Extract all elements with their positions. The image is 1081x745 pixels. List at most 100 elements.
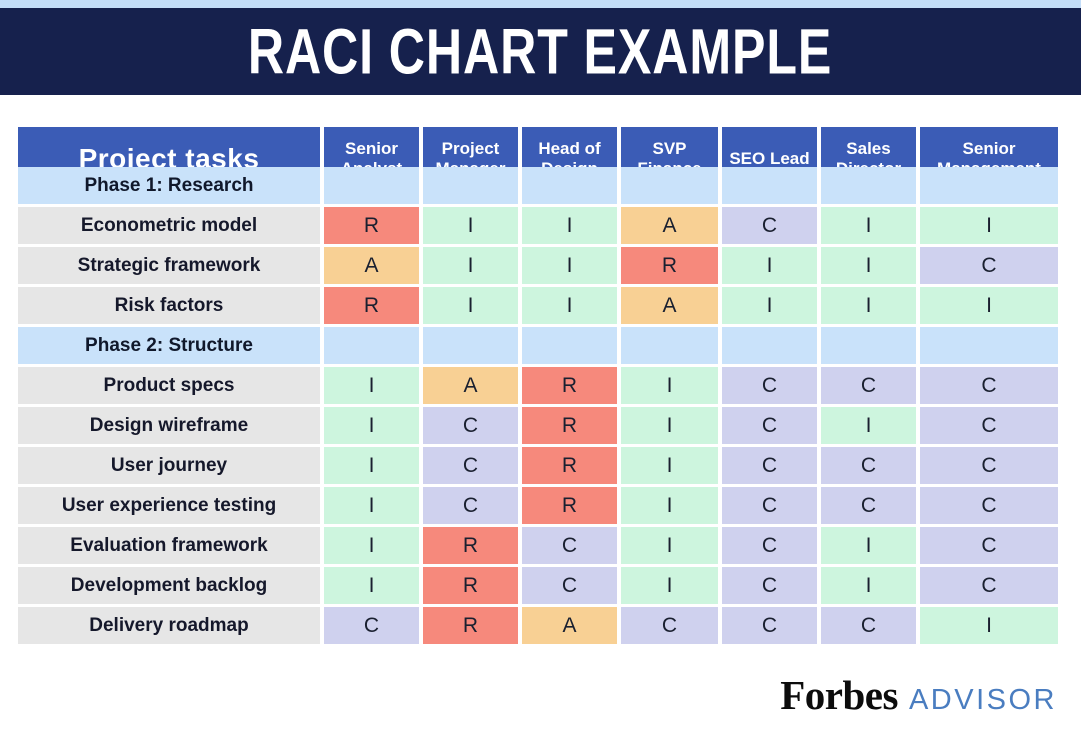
task-row-label: Product specs [18, 367, 320, 404]
raci-cell: I [821, 207, 916, 244]
raci-cell: I [522, 287, 617, 324]
raci-cell: A [522, 607, 617, 644]
phase-row-cell [324, 327, 419, 364]
task-row-label: Evaluation framework [18, 527, 320, 564]
raci-cell: C [522, 567, 617, 604]
raci-cell: I [621, 487, 718, 524]
phase-row-cell [324, 167, 419, 204]
raci-cell: I [324, 407, 419, 444]
raci-cell: R [522, 487, 617, 524]
phase-row-cell [621, 167, 718, 204]
raci-cell: R [522, 407, 617, 444]
raci-cell: I [324, 447, 419, 484]
raci-cell: I [821, 287, 916, 324]
raci-cell: R [522, 367, 617, 404]
phase-row-cell [423, 327, 518, 364]
raci-cell: I [621, 567, 718, 604]
raci-cell: R [423, 607, 518, 644]
raci-cell: A [621, 207, 718, 244]
phase-row-cell [522, 167, 617, 204]
phase-row-cell [423, 167, 518, 204]
footer-logo: Forbes ADVISOR [780, 671, 1057, 719]
raci-cell: I [423, 247, 518, 284]
raci-cell: I [324, 487, 419, 524]
raci-cell: I [722, 287, 817, 324]
raci-cell: C [920, 247, 1058, 284]
raci-cell: I [621, 407, 718, 444]
raci-cell: C [821, 447, 916, 484]
raci-cell: A [621, 287, 718, 324]
raci-cell: I [821, 527, 916, 564]
task-row-label: User experience testing [18, 487, 320, 524]
raci-cell: C [522, 527, 617, 564]
raci-cell: I [722, 247, 817, 284]
task-row-label: Delivery roadmap [18, 607, 320, 644]
raci-cell: R [423, 527, 518, 564]
raci-cell: C [423, 407, 518, 444]
raci-cell: I [920, 607, 1058, 644]
raci-cell: R [423, 567, 518, 604]
raci-cell: I [522, 207, 617, 244]
raci-cell: C [920, 527, 1058, 564]
raci-cell: I [621, 447, 718, 484]
phase-row-label: Phase 1: Research [18, 167, 320, 204]
raci-cell: I [423, 207, 518, 244]
phase-row-cell [522, 327, 617, 364]
raci-cell: C [821, 487, 916, 524]
raci-cell: I [920, 207, 1058, 244]
raci-cell: C [722, 567, 817, 604]
phase-row-cell [621, 327, 718, 364]
raci-cell: C [920, 487, 1058, 524]
phase-row-cell [722, 327, 817, 364]
raci-cell: C [722, 487, 817, 524]
raci-cell: C [920, 567, 1058, 604]
raci-cell: I [522, 247, 617, 284]
raci-cell: I [423, 287, 518, 324]
raci-cell: C [722, 367, 817, 404]
raci-cell: I [621, 527, 718, 564]
raci-cell: A [423, 367, 518, 404]
task-row-label: Design wireframe [18, 407, 320, 444]
phase-row-cell [821, 327, 916, 364]
raci-cell: C [722, 447, 817, 484]
raci-cell: C [722, 407, 817, 444]
raci-cell: C [722, 607, 817, 644]
advisor-wordmark: ADVISOR [908, 684, 1057, 716]
raci-cell: C [821, 607, 916, 644]
task-row-label: Econometric model [18, 207, 320, 244]
task-row-label: Development backlog [18, 567, 320, 604]
raci-cell: C [920, 367, 1058, 404]
forbes-wordmark: Forbes [780, 672, 898, 718]
raci-cell: I [821, 407, 916, 444]
raci-cell: I [324, 367, 419, 404]
phase-row-cell [722, 167, 817, 204]
task-row-label: Strategic framework [18, 247, 320, 284]
raci-cell: C [722, 527, 817, 564]
raci-cell: C [920, 407, 1058, 444]
raci-cell: C [722, 207, 817, 244]
raci-cell: I [324, 527, 419, 564]
top-strip [0, 0, 1081, 8]
page-title: RACI CHART EXAMPLE [248, 15, 833, 88]
phase-row-label: Phase 2: Structure [18, 327, 320, 364]
phase-row-cell [920, 167, 1058, 204]
task-row-label: User journey [18, 447, 320, 484]
raci-cell: C [621, 607, 718, 644]
raci-cell: C [423, 487, 518, 524]
raci-cell: I [324, 567, 419, 604]
phase-row-cell [821, 167, 916, 204]
raci-cell: R [324, 207, 419, 244]
raci-cell: I [821, 567, 916, 604]
raci-cell: C [920, 447, 1058, 484]
raci-cell: I [920, 287, 1058, 324]
raci-cell: I [821, 247, 916, 284]
raci-cell: R [324, 287, 419, 324]
raci-cell: C [324, 607, 419, 644]
raci-cell: R [522, 447, 617, 484]
task-row-label: Risk factors [18, 287, 320, 324]
raci-cell: I [621, 367, 718, 404]
title-banner: RACI CHART EXAMPLE [0, 8, 1081, 95]
raci-cell: R [621, 247, 718, 284]
